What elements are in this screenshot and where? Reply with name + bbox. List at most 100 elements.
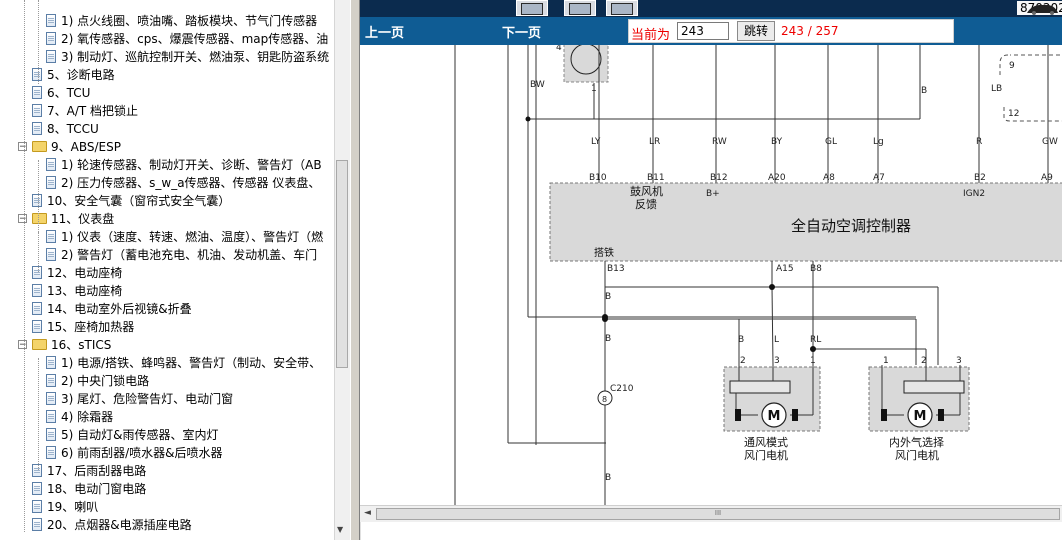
document-icon (32, 320, 42, 333)
document-icon (46, 392, 56, 405)
wiring-diagram: M M 4 1 BW B 9 LB 12 LY LR RW BY GL Lg R… (454, 45, 1062, 505)
tree-doc-item[interactable]: 1) 轮速传感器、制动灯开关、诊断、警告灯（AB (46, 156, 322, 174)
next-page-link[interactable]: 下一页 (502, 26, 542, 41)
scroll-left-arrow-icon[interactable]: ◄ (364, 508, 371, 518)
tree-folder-item[interactable]: 9、ABS/ESP (32, 138, 121, 156)
tree-connector-line (38, 0, 39, 84)
tree-item-label: 1) 电源/搭铁、蜂鸣器、警告灯（制动、安全带、 (61, 356, 322, 370)
tree-item-label: 16、sTICS (51, 338, 112, 352)
tree-vertical-scrollbar[interactable]: ▼ (334, 0, 350, 540)
controller-b-plus: B+ (706, 189, 720, 199)
tree-doc-item[interactable]: 20、点烟器&电源插座电路 (32, 516, 192, 534)
view-button-1[interactable] (516, 0, 548, 16)
document-icon (32, 500, 42, 513)
tree-item-label: 20、点烟器&电源插座电路 (47, 518, 192, 532)
controller-ign2: IGN2 (963, 189, 985, 199)
tree-doc-item[interactable]: 2) 中央门锁电路 (46, 372, 149, 390)
tree-doc-item[interactable]: 6、TCU (32, 84, 90, 102)
jump-button[interactable]: 跳转 (737, 21, 775, 41)
tree-doc-item[interactable]: 5) 自动灯&雨传感器、室内灯 (46, 426, 219, 444)
top-wire-5: Lg (873, 137, 884, 147)
tree-doc-item[interactable]: 2) 警告灯（蓄电池充电、机油、发动机盖、车门 (46, 246, 317, 264)
wire-label-b-left-1: B (605, 292, 611, 302)
tree-item-label: 4) 除霜器 (61, 410, 114, 424)
tree-connector-line (38, 232, 39, 272)
collapse-icon[interactable]: − (18, 142, 27, 152)
tree-doc-item[interactable]: 13、电动座椅 (32, 282, 122, 300)
folder-icon (32, 213, 47, 224)
tree-doc-item[interactable]: 1) 点火线圈、喷油嘴、踏板模块、节气门传感器 (46, 12, 317, 30)
document-icon (46, 410, 56, 423)
top-pin-7: A9 (1041, 173, 1053, 183)
wire-label-l: L (774, 335, 779, 345)
page-number-input[interactable] (677, 22, 729, 40)
document-icon (46, 14, 56, 27)
tree-scroll-thumb[interactable] (336, 160, 348, 368)
tree-item-label: 2) 压力传感器、s_w_a传感器、传感器 仪表盘、 (61, 176, 321, 190)
tree-doc-item[interactable]: 1) 电源/搭铁、蜂鸣器、警告灯（制动、安全带、 (46, 354, 321, 372)
tree-doc-item[interactable]: 18、电动门窗电路 (32, 480, 146, 498)
tree-item-label: 6) 前雨刮器/喷水器&后喷水器 (61, 446, 223, 460)
wire-label-b-left-2: B (605, 334, 611, 344)
tree-doc-item[interactable]: 14、电动室外后视镜&折叠 (32, 300, 192, 318)
collapse-icon[interactable]: − (18, 340, 27, 350)
tree-item-label: 8、TCCU (47, 122, 99, 136)
diagram-horizontal-scrollbar[interactable]: ◄ III (360, 505, 1062, 522)
tree-doc-item[interactable]: 3) 尾灯、危险警告灯、电动门窗 (46, 390, 233, 408)
controller-blower-label-2: 反馈 (635, 198, 657, 211)
tree-doc-item[interactable]: 15、座椅加热器 (32, 318, 134, 336)
document-icon (46, 176, 56, 189)
page-count: 243 / 257 (781, 24, 839, 38)
view-button-2[interactable] (564, 0, 596, 16)
tree-doc-item[interactable]: 2) 氧传感器、cps、爆震传感器、map传感器、油 (46, 30, 328, 48)
tree-doc-item[interactable]: 10、安全气囊（窗帘式安全气囊） (32, 192, 230, 210)
bottom-pin-0: B13 (607, 264, 625, 274)
tree-item-label: 5、诊断电路 (47, 68, 115, 82)
document-icon (32, 284, 42, 297)
tree-doc-item[interactable]: 7、A/T 档把锁止 (32, 102, 138, 120)
tree-doc-item[interactable]: 2) 压力传感器、s_w_a传感器、传感器 仪表盘、 (46, 174, 320, 192)
top-wire-2: RW (712, 137, 727, 147)
tree-doc-item[interactable]: 1) 仪表（速度、转速、燃油、温度）、警告灯（燃 (46, 228, 323, 246)
tree-doc-item[interactable]: 12、电动座椅 (32, 264, 122, 282)
tree-connector-line (38, 160, 39, 236)
top-wire-1: LR (649, 137, 660, 147)
horizontal-scroll-thumb[interactable]: III (376, 508, 1060, 520)
tree-connector-line (24, 0, 25, 532)
top-wire-7: GW (1042, 137, 1058, 147)
prev-page-link[interactable]: 上一页 (365, 26, 405, 41)
bottom-strip (360, 522, 1062, 540)
connector-c210-number: 8 (602, 395, 607, 404)
tree-folder-item[interactable]: 16、sTICS (32, 336, 111, 354)
tree-doc-item[interactable]: 8、TCCU (32, 120, 99, 138)
tree-folder-item[interactable]: 11、仪表盘 (32, 210, 114, 228)
scroll-down-arrow-icon[interactable]: ▼ (337, 525, 344, 534)
tree-item-label: 14、电动室外后视镜&折叠 (47, 302, 192, 316)
tree-doc-item[interactable]: 3) 制动灯、巡航控制开关、燃油泵、钥匙防盗系统 (46, 48, 329, 66)
tree-item-label: 12、电动座椅 (47, 266, 123, 280)
panel-splitter[interactable] (350, 0, 360, 540)
split-window-icon (569, 3, 591, 15)
top-pin-1: B11 (647, 173, 665, 183)
view-button-3[interactable] (606, 0, 638, 16)
wire-label-b-motor: B (738, 335, 744, 345)
connector-pin-9: 9 (1009, 61, 1015, 71)
page-toolbar: 上一页 下一页 当前为 跳转 243 / 257 (360, 17, 1062, 45)
tree-header-link[interactable]: 汽车英文缩写搜索演示 (100, 0, 221, 11)
tree-doc-item[interactable]: 19、喇叭 (32, 498, 98, 516)
tree-item-label: 13、电动座椅 (47, 284, 123, 298)
document-icon (46, 50, 56, 63)
page-jump-box: 当前为 跳转 243 / 257 (628, 19, 954, 43)
tree-doc-item[interactable]: 5、诊断电路 (32, 66, 115, 84)
tree-doc-item[interactable]: 6) 前雨刮器/喷水器&后喷水器 (46, 444, 223, 462)
document-icon (32, 68, 42, 81)
tree-item-label: 1) 轮速传感器、制动灯开关、诊断、警告灯（AB (61, 158, 322, 172)
tree-doc-item[interactable]: 17、后雨刮器电路 (32, 462, 146, 480)
connector-pin-1: 1 (591, 84, 597, 94)
tree-doc-item[interactable]: 4) 除霜器 (46, 408, 113, 426)
tree-item-label: 1) 仪表（速度、转速、燃油、温度）、警告灯（燃 (61, 230, 324, 244)
collapse-icon[interactable]: − (18, 214, 27, 224)
tree-item-label: 17、后雨刮器电路 (47, 464, 147, 478)
motor-1-pin-2: 1 (810, 356, 816, 366)
document-icon (32, 302, 42, 315)
